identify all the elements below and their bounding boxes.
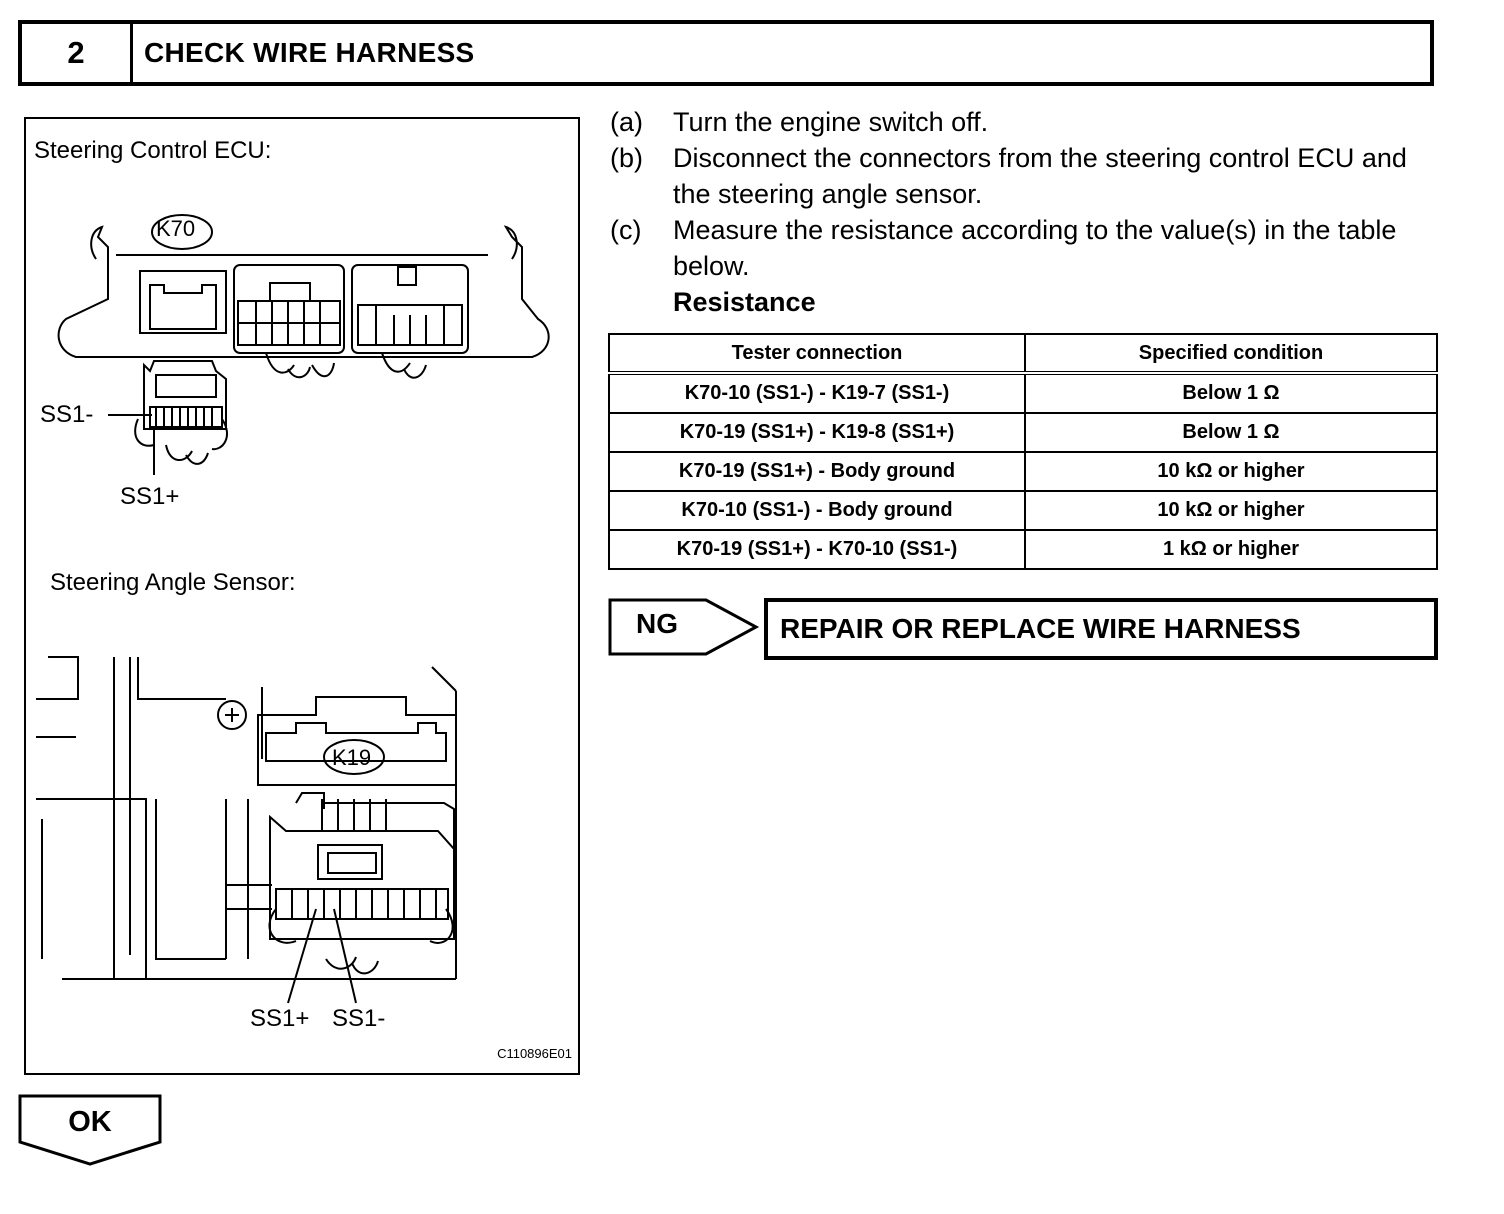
step-c: (c) Measure the resistance according to … (610, 212, 1440, 284)
table-cell: K70-10 (SS1-) - K19-7 (SS1-) (608, 372, 1026, 414)
sensor-drawing (36, 656, 457, 1004)
ng-arrow-icon (608, 598, 760, 656)
step-header: 2 CHECK WIRE HARNESS (18, 20, 1434, 86)
sensor-pin-minus-label: SS1- (332, 1005, 386, 1032)
step-text: Turn the engine switch off. (673, 107, 989, 137)
table-cell: K70-19 (SS1+) - Body ground (608, 451, 1026, 492)
ecu-label: Steering Control ECU: (34, 137, 272, 164)
ng-label: NG (636, 608, 678, 639)
table-header-row: Tester connection Specified condition (608, 333, 1438, 374)
step-text: Measure the resistance according to the … (673, 215, 1397, 281)
table-row: K70-10 (SS1-) - Body ground 10 kΩ or hig… (608, 490, 1438, 531)
step-number: 2 (22, 24, 133, 82)
table-cell: K70-19 (SS1+) - K70-10 (SS1-) (608, 529, 1026, 570)
table-cell: K70-10 (SS1-) - Body ground (608, 490, 1026, 531)
figure-code: C110896E01 (497, 1046, 572, 1061)
table-row: K70-19 (SS1+) - Body ground 10 kΩ or hig… (608, 451, 1438, 492)
ok-label: OK (68, 1106, 112, 1138)
table-cell: Below 1 Ω (1024, 412, 1438, 453)
table-cell: K70-19 (SS1+) - K19-8 (SS1+) (608, 412, 1026, 453)
table-row: K70-10 (SS1-) - K19-7 (SS1-) Below 1 Ω (608, 372, 1438, 414)
sensor-label: Steering Angle Sensor: (50, 569, 296, 596)
table-cell: 10 kΩ or higher (1024, 451, 1438, 492)
table-row: K70-19 (SS1+) - K70-10 (SS1-) 1 kΩ or hi… (608, 529, 1438, 570)
ecu-housing-drawing (57, 214, 550, 379)
step-text: Disconnect the connectors from the steer… (673, 143, 1407, 209)
resistance-title: Resistance (673, 287, 816, 317)
ng-result-box: REPAIR OR REPLACE WIRE HARNESS (764, 598, 1438, 660)
step-title: CHECK WIRE HARNESS (144, 37, 475, 68)
resistance-table: Tester connection Specified condition K7… (608, 333, 1438, 570)
sensor-connector-label: K19 (332, 745, 372, 770)
table-cell: Below 1 Ω (1024, 372, 1438, 414)
table-header: Specified condition (1024, 333, 1438, 374)
connector-illustration: Steering Control ECU: K70 SS1- SS1+ Stee… (24, 117, 580, 1075)
step-key: (b) (610, 143, 643, 173)
ecu-pin-plus-label: SS1+ (120, 483, 180, 510)
table-cell: 10 kΩ or higher (1024, 490, 1438, 531)
step-a: (a) Turn the engine switch off. (610, 104, 1440, 140)
table-cell: 1 kΩ or higher (1024, 529, 1438, 570)
table-header: Tester connection (608, 333, 1026, 374)
ecu-connector-label: K70 (156, 216, 196, 241)
connector-drawing (36, 214, 550, 1004)
ecu-plug-drawing (108, 360, 228, 475)
ok-arrow-icon (18, 1094, 162, 1166)
step-key: (c) (610, 215, 642, 245)
ecu-pin-minus-label: SS1- (40, 401, 94, 428)
sensor-pin-plus-label: SS1+ (250, 1005, 310, 1032)
table-row: K70-19 (SS1+) - K19-8 (SS1+) Below 1 Ω (608, 412, 1438, 453)
procedure-steps: (a) Turn the engine switch off. (b) Disc… (610, 104, 1440, 320)
step-key: (a) (610, 107, 643, 137)
step-b: (b) Disconnect the connectors from the s… (610, 140, 1440, 212)
